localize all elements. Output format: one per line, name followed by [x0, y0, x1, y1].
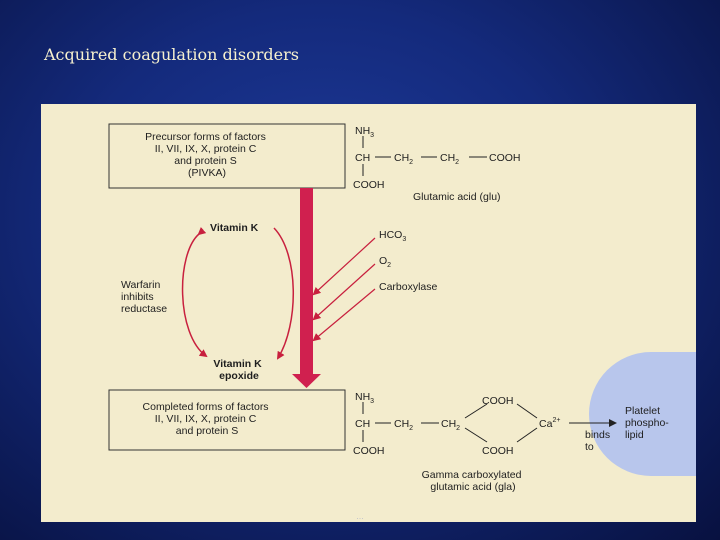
slide-title: Acquired coagulation disorders — [44, 45, 299, 64]
main-conversion-arrowhead — [292, 374, 321, 388]
completed-line-3: and protein S — [176, 425, 238, 437]
glu-ch2-second: CH2 — [440, 152, 459, 166]
precursor-line-3: and protein S — [174, 155, 236, 167]
platelet-membrane-shape — [589, 352, 696, 476]
gla-structure — [362, 402, 538, 443]
glutamic-acid-name: Glutamic acid (glu) — [413, 191, 501, 203]
main-conversion-arrow-shaft — [300, 188, 313, 376]
completed-box — [108, 389, 346, 451]
vitamin-k-epoxide-line-2: epoxide — [219, 370, 259, 382]
glutamic-acid-structure — [362, 136, 487, 176]
precursor-line-1: Precursor forms of factors — [145, 131, 266, 143]
binds-to-label: binds to — [585, 429, 613, 453]
warfarin-cycle-left-arc — [181, 227, 208, 358]
gla-cooh-mid: COOH — [482, 445, 514, 457]
warfarin-line-2: inhibits — [121, 291, 154, 303]
glu-nh3: NH3 — [355, 125, 374, 139]
completed-line-2: II, VII, IX, X, protein C — [155, 413, 257, 425]
gla-ch2-second: CH2 — [441, 418, 460, 432]
oxygen-arrow — [312, 263, 376, 321]
glu-cooh-end: COOH — [489, 152, 521, 164]
gla-nh3: NH3 — [355, 391, 374, 405]
vitamin-k-epoxide-label: Vitamin K epoxide — [213, 358, 264, 382]
gla-name: Gamma carboxylated glutamic acid (gla) — [422, 469, 525, 493]
gla-name-line-1: Gamma carboxylated — [422, 469, 522, 481]
precursor-line-4: (PIVKA) — [188, 167, 226, 179]
precursor-line-2: II, VII, IX, X, protein C — [155, 143, 257, 155]
diagram-canvas: Platelet phospho- lipid Precursor forms … — [108, 123, 696, 493]
gla-cooh-bottom: COOH — [353, 445, 385, 457]
bicarbonate-label: HCO3 — [379, 229, 406, 243]
warfarin-label: Warfarin inhibits reductase — [121, 279, 167, 315]
vitamin-k-label: Vitamin K — [210, 222, 259, 234]
vitamin-k-cycle-right-arc — [273, 227, 295, 360]
gla-name-line-2: glutamic acid (gla) — [430, 481, 515, 493]
gla-ch: CH — [355, 418, 370, 430]
oxygen-label: O2 — [379, 255, 391, 269]
platelet-label-line-2: phospho- — [625, 417, 669, 429]
footer-watermark: … — [356, 512, 364, 521]
binds-to-line-1: binds — [585, 429, 610, 441]
gla-calcium: Ca2+ — [539, 417, 560, 430]
platelet-label: Platelet phospho- lipid — [625, 405, 672, 441]
platelet-label-line-3: lipid — [625, 429, 644, 441]
carboxylase-label: Carboxylase — [379, 281, 438, 293]
warfarin-line-1: Warfarin — [121, 279, 160, 291]
glu-ch: CH — [355, 152, 370, 164]
glu-ch2-first: CH2 — [394, 152, 413, 166]
completed-box-label: Completed forms of factors II, VII, IX, … — [143, 401, 272, 437]
carboxylase-arrow — [312, 288, 376, 342]
bicarbonate-arrow — [312, 237, 376, 296]
glu-cooh-bottom: COOH — [353, 179, 385, 191]
precursor-box — [108, 123, 346, 189]
vitamin-k-epoxide-line-1: Vitamin K — [213, 358, 262, 370]
precursor-box-label: Precursor forms of factors II, VII, IX, … — [145, 131, 269, 179]
gla-cooh-top: COOH — [482, 395, 514, 407]
completed-line-1: Completed forms of factors — [143, 401, 269, 413]
gla-ch2-first: CH2 — [394, 418, 413, 432]
platelet-label-line-1: Platelet — [625, 405, 660, 417]
warfarin-line-3: reductase — [121, 303, 167, 315]
vitamin-k-cycle-figure: Platelet phospho- lipid Precursor forms … — [41, 104, 696, 522]
binds-to-line-2: to — [585, 441, 594, 453]
